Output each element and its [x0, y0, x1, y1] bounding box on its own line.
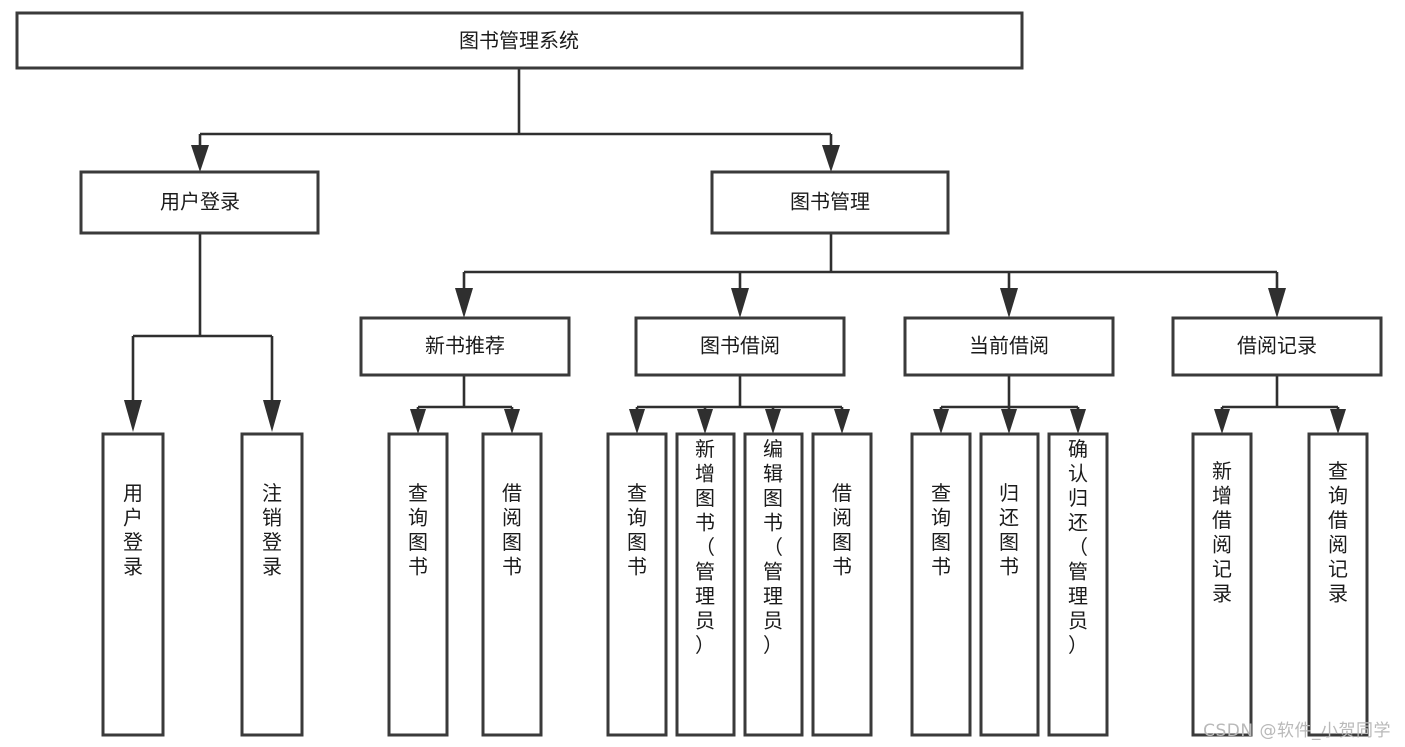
- node-book-manage-box[interactable]: [710, 170, 950, 235]
- leaf-current-3-box[interactable]: [1047, 432, 1109, 737]
- leaf-user-login-1-box[interactable]: [101, 432, 165, 737]
- node-new-book-recommend[interactable]: 新书推荐: [359, 316, 571, 377]
- leaf-borrow-1[interactable]: 查询图书: [606, 432, 668, 737]
- leaf-borrow-3[interactable]: 编辑图书（管理员）: [743, 432, 804, 737]
- leaf-current-1-box[interactable]: [910, 432, 972, 737]
- arrow-head-leaf-borrow-2: [697, 409, 713, 434]
- leaf-user-login-2[interactable]: 注销登录: [240, 432, 304, 737]
- node-borrow-record-box[interactable]: [1171, 316, 1383, 377]
- node-new-book-recommend-label: 新书推荐: [425, 334, 505, 358]
- arrow-head-leaf-current-3: [1070, 409, 1086, 434]
- leaf-borrow-1-box[interactable]: [606, 432, 668, 737]
- node-borrow-record[interactable]: 借阅记录: [1171, 316, 1383, 377]
- arrow-head-current-borrow: [1000, 288, 1018, 318]
- leaf-borrow-3-box[interactable]: [743, 432, 804, 737]
- node-root-box[interactable]: [15, 11, 1024, 70]
- csdn-watermark: CSDN @软件_小贺同学: [1203, 721, 1391, 741]
- leaf-current-2[interactable]: 归还图书: [979, 432, 1040, 737]
- leaf-recommend-2-label: 借阅图书: [502, 481, 522, 579]
- leaf-current-1[interactable]: 查询图书: [910, 432, 972, 737]
- node-user-login-box[interactable]: [79, 170, 320, 235]
- leaf-record-1[interactable]: 新增借阅记录: [1191, 432, 1253, 737]
- leaf-current-1-label: 查询图书: [931, 481, 951, 579]
- leaf-current-3[interactable]: 确认归还（管理员）: [1047, 432, 1109, 737]
- arrow-head-leaf-borrow-3: [765, 409, 781, 434]
- arrow-head-leaf-user-login-1: [124, 400, 142, 432]
- leaf-record-2[interactable]: 查询借阅记录: [1307, 432, 1369, 737]
- leaf-recommend-1-box[interactable]: [387, 432, 449, 737]
- node-root[interactable]: 图书管理系统: [15, 11, 1024, 70]
- leaf-current-2-label: 归还图书: [999, 481, 1019, 579]
- leaf-record-2-label: 查询借阅记录: [1328, 459, 1348, 606]
- leaf-user-login-2-box[interactable]: [240, 432, 304, 737]
- leaf-recommend-2[interactable]: 借阅图书: [481, 432, 543, 737]
- node-user-login-label: 用户登录: [160, 190, 240, 214]
- node-borrow-record-label: 借阅记录: [1237, 334, 1317, 358]
- arrow-head-leaf-recommend-2: [504, 409, 520, 434]
- leaf-user-login-1-label: 用户登录: [123, 481, 143, 579]
- node-user-login[interactable]: 用户登录: [79, 170, 320, 235]
- leaf-borrow-2-box[interactable]: [675, 432, 736, 737]
- arrow-head-leaf-borrow-1: [629, 409, 645, 434]
- arrow-head-user-login: [191, 145, 209, 172]
- leaf-borrow-3-label: 编辑图书（管理员）: [763, 437, 783, 657]
- arrow-head-leaf-current-1: [933, 409, 949, 434]
- arrow-head-leaf-recommend-1: [410, 409, 426, 434]
- leaf-recommend-2-box[interactable]: [481, 432, 543, 737]
- node-current-borrow-box[interactable]: [903, 316, 1115, 377]
- arrow-head-leaf-current-2: [1001, 409, 1017, 434]
- connector-group: [124, 68, 1346, 434]
- leaf-recommend-1[interactable]: 查询图书: [387, 432, 449, 737]
- leaf-borrow-2[interactable]: 新增图书（管理员）: [675, 432, 736, 737]
- node-book-manage[interactable]: 图书管理: [710, 170, 950, 235]
- node-book-borrow-box[interactable]: [634, 316, 846, 377]
- leaf-record-2-box[interactable]: [1307, 432, 1369, 737]
- node-new-book-recommend-box[interactable]: [359, 316, 571, 377]
- arrow-head-leaf-user-login-2: [263, 400, 281, 432]
- node-book-borrow[interactable]: 图书借阅: [634, 316, 846, 377]
- arrow-head-book-manage: [822, 145, 840, 172]
- leaf-borrow-4[interactable]: 借阅图书: [811, 432, 873, 737]
- leaf-current-3-label: 确认归还（管理员）: [1068, 437, 1088, 657]
- arrow-head-leaf-record-1: [1214, 409, 1230, 434]
- node-current-borrow-label: 当前借阅: [969, 334, 1049, 358]
- node-book-borrow-label: 图书借阅: [700, 334, 780, 358]
- node-current-borrow[interactable]: 当前借阅: [903, 316, 1115, 377]
- leaf-borrow-2-label: 新增图书（管理员）: [695, 437, 715, 657]
- arrow-head-leaf-borrow-4: [834, 409, 850, 434]
- arrow-head-book-borrow: [731, 288, 749, 318]
- leaf-record-1-box[interactable]: [1191, 432, 1253, 737]
- arrow-head-new-book-recommend: [455, 288, 473, 318]
- leaf-user-login-2-label: 注销登录: [262, 481, 282, 579]
- arrow-head-borrow-record: [1268, 288, 1286, 318]
- leaf-current-2-box[interactable]: [979, 432, 1040, 737]
- arrow-head-leaf-record-2: [1330, 409, 1346, 434]
- node-root-label: 图书管理系统: [459, 29, 579, 53]
- node-book-manage-label: 图书管理: [790, 190, 870, 214]
- leaf-borrow-4-label: 借阅图书: [832, 481, 852, 579]
- leaf-borrow-1-label: 查询图书: [627, 481, 647, 579]
- leaf-recommend-1-label: 查询图书: [408, 481, 428, 579]
- leaf-user-login-1[interactable]: 用户登录: [101, 432, 165, 737]
- leaf-record-1-label: 新增借阅记录: [1212, 459, 1232, 606]
- leaf-borrow-4-box[interactable]: [811, 432, 873, 737]
